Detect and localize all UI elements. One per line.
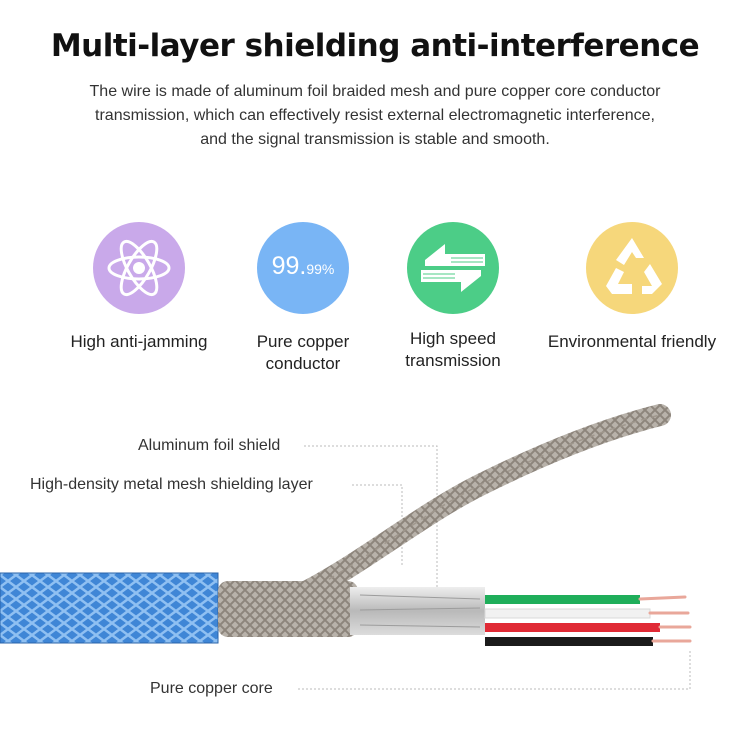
page-title: Multi-layer shielding anti-interference — [50, 28, 700, 64]
wire-white — [484, 608, 651, 619]
foil-layer — [350, 587, 485, 635]
cable-illustration: Aluminum foil shield High-density metal … — [0, 395, 750, 750]
atom-icon — [93, 222, 185, 314]
feature-label: High anti-jamming — [54, 331, 224, 353]
wire-green — [485, 595, 640, 604]
annotation-foil: Aluminum foil shield — [138, 437, 281, 454]
mesh-layer — [218, 581, 358, 637]
purity-main: 99. — [271, 252, 307, 280]
cable-jacket — [0, 573, 218, 643]
feature-label: Pure copper conductor — [218, 331, 388, 375]
annotation-core: Pure copper core — [150, 680, 273, 697]
description-line: transmission, which can effectively resi… — [95, 107, 655, 124]
feature-label: High speed transmission — [368, 328, 538, 372]
feature-label-line: transmission — [405, 351, 501, 370]
mesh-strand — [289, 404, 671, 606]
feature-anti-jamming: High anti-jamming — [54, 222, 224, 353]
description-line: and the signal transmission is stable an… — [200, 131, 550, 148]
feature-label-line: High speed — [409, 329, 496, 348]
description-line: The wire is made of aluminum foil braide… — [89, 83, 661, 100]
feature-environmental: Environmental friendly — [532, 222, 732, 353]
description: The wire is made of aluminum foil braide… — [40, 80, 710, 152]
feature-label-line: Pure copper — [256, 332, 350, 351]
feature-label-line: High anti-jamming — [70, 332, 208, 351]
wire-black — [485, 637, 653, 646]
recycle-icon — [586, 222, 678, 314]
purity-value: 99.99% — [257, 252, 349, 281]
feature-label: Environmental friendly — [532, 331, 732, 353]
feature-label-line: conductor — [265, 354, 341, 373]
feature-pure-copper: 99.99% Pure copper conductor — [218, 222, 388, 375]
transfer-arrows-icon — [407, 222, 499, 314]
wire-red — [485, 623, 660, 632]
annotation-mesh: High-density metal mesh shielding layer — [30, 476, 313, 493]
percent-badge-icon: 99.99% — [257, 222, 349, 314]
feature-label-line: Environmental friendly — [547, 332, 717, 351]
purity-small: 99% — [306, 261, 335, 277]
feature-high-speed: High speed transmission — [368, 222, 538, 372]
